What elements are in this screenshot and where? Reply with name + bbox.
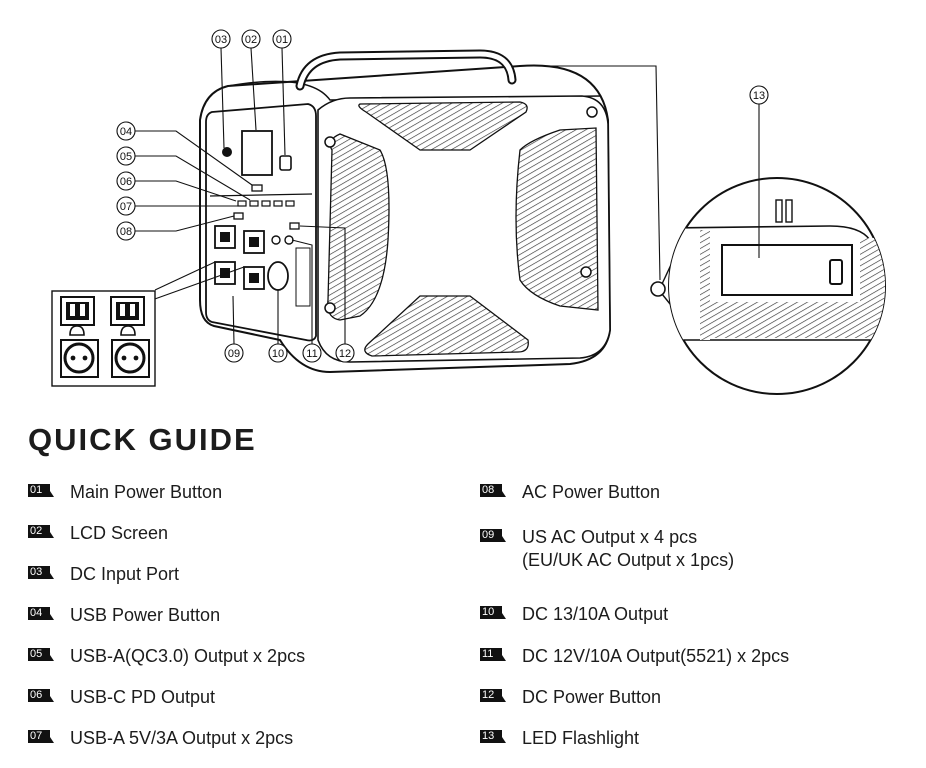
legend-number-badge: 11 [480,648,506,661]
legend-label: DC Power Button [522,687,662,707]
legend-number-badge: 02 [28,525,54,538]
legend-item-07: 07 USB-A 5V/3A Output x 2pcs [28,727,293,750]
legend-number-badge: 06 [28,689,54,702]
legend-number-badge: 03 [28,566,54,579]
legend-label: US AC Output x 4 pcs (EU/UK AC Output x … [522,527,735,570]
legend-label: USB-A 5V/3A Output x 2pcs [70,728,294,748]
legend-label: Main Power Button [70,482,223,502]
ac-outlets [214,225,265,290]
legend-label: DC Input Port [70,564,180,584]
legend-item-06: 06 USB-C PD Output [28,686,215,709]
power-station-diagram: 03 02 01 04 05 06 07 08 09 10 11 12 13 [51,29,886,395]
legend-item-04: 04 USB Power Button [28,604,220,627]
callout-06: 06 [120,176,132,188]
legend-item-01: 01 Main Power Button [28,481,222,504]
legend-item-13: 13 LED Flashlight [480,727,639,750]
legend-item-10: 10 DC 13/10A Output [480,603,668,626]
legend-item-08: 08 AC Power Button [480,481,660,504]
dc-input-port [222,147,232,157]
callout-leaders [135,47,661,345]
callout-04: 04 [120,126,132,138]
legend-number-badge: 10 [480,606,506,619]
main-power-button [279,155,292,171]
callout-09: 09 [228,348,240,360]
legend-number-badge: 01 [28,484,54,497]
legend-item-02: 02 LCD Screen [28,522,168,545]
legend-item-11: 11 DC 12V/10A Output(5521) x 2pcs [480,645,789,668]
callout-07: 07 [120,201,132,213]
legend-label: LED Flashlight [522,728,640,748]
callout-10: 10 [272,348,284,360]
outlet-inset [51,290,156,387]
lcd-screen [241,130,273,176]
power-station-body [199,49,612,374]
legend-label: USB-C PD Output [70,687,216,707]
legend-number-badge: 04 [28,607,54,620]
cigarette-socket [267,261,289,291]
legend-number-badge: 12 [480,689,506,702]
callout-05: 05 [120,151,132,163]
legend-number-badge: 07 [28,730,54,743]
legend-label: USB-A(QC3.0) Output x 2pcs [70,646,306,666]
callout-13: 13 [753,90,765,102]
legend-number-badge: 05 [28,648,54,661]
legend-label: USB Power Button [70,605,221,625]
legend-item-12: 12 DC Power Button [480,686,661,709]
legend-label: DC 12V/10A Output(5521) x 2pcs [522,646,790,666]
callout-11: 11 [306,348,317,360]
callout-02: 02 [245,34,257,46]
legend-label: AC Power Button [522,482,661,502]
legend-item-09: 09 US AC Output x 4 pcs (EU/UK AC Output… [480,526,734,572]
legend-label: LCD Screen [70,523,169,543]
legend-label: DC 13/10A Output [522,604,669,624]
guide-title: QUICK GUIDE [28,422,257,457]
legend-number-badge: 08 [480,484,506,497]
legend-item-03: 03 DC Input Port [28,563,179,586]
callout-03: 03 [215,34,227,46]
callout-markers: 03 02 01 04 05 06 07 08 09 10 11 12 13 [116,29,769,363]
legend-number-badge: 13 [480,730,506,743]
callout-01: 01 [276,34,288,46]
legend-item-05: 05 USB-A(QC3.0) Output x 2pcs [28,645,305,668]
callout-12: 12 [339,348,351,360]
legend-number-badge: 09 [480,529,506,542]
callout-08: 08 [120,226,132,238]
flashlight-magnifier [650,177,886,395]
